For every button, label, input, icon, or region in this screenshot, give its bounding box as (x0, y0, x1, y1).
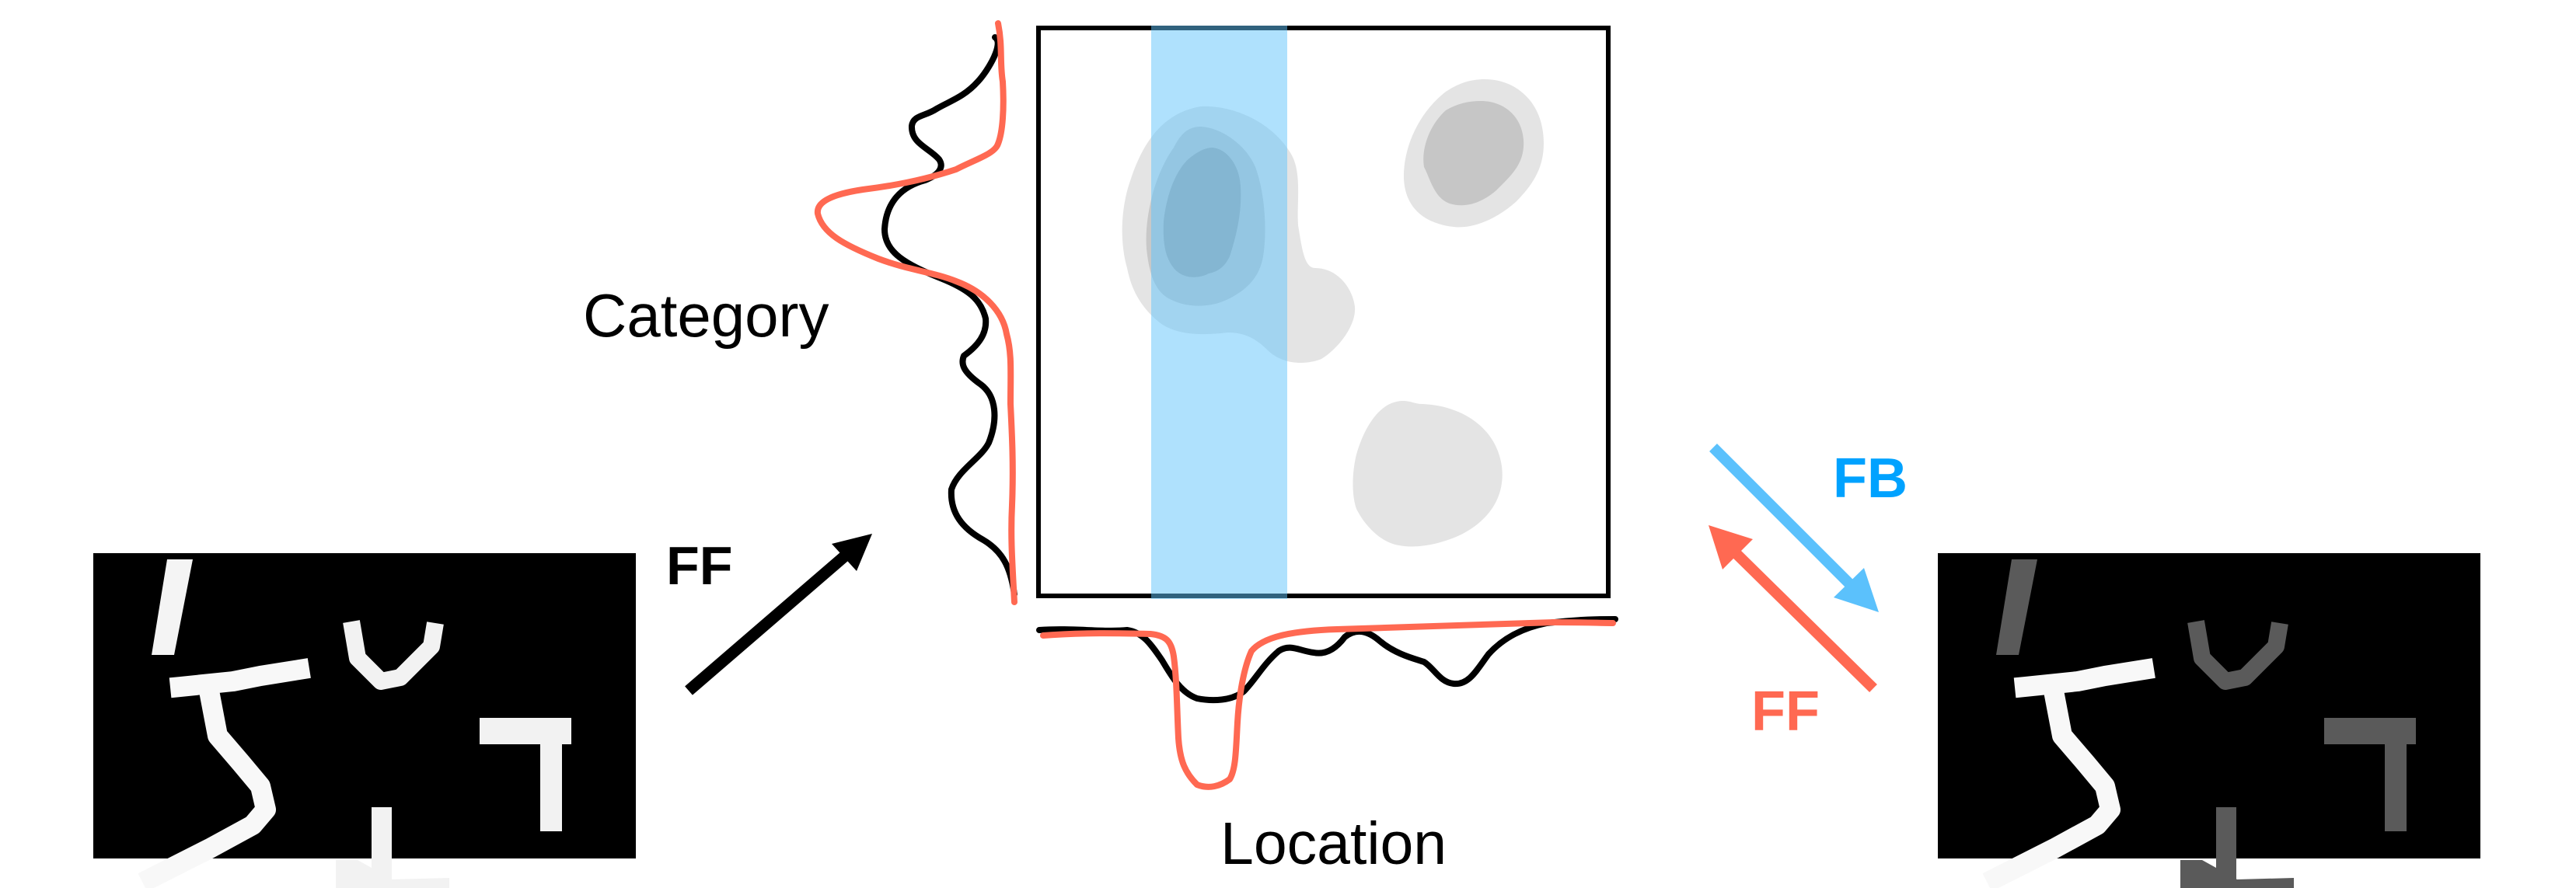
output-image-panel (1938, 553, 2480, 888)
input-image-panel (93, 553, 636, 888)
digit-inverted-t (336, 807, 449, 888)
blob-top-right-inner (1423, 101, 1524, 206)
blob-bottom-right (1353, 401, 1503, 547)
arrowhead-icon (832, 534, 872, 571)
digit-7 (480, 718, 571, 831)
category-prior-curve (881, 34, 1017, 597)
feedback-arrow (1709, 444, 1879, 612)
digit-u (2187, 620, 2288, 690)
location-posterior-curve (1040, 619, 1616, 790)
location-axis-label: Location (1220, 810, 1447, 877)
digit-5 (138, 658, 311, 888)
digit-1 (152, 559, 193, 655)
input-ff-arrow (685, 534, 872, 695)
feedback-label: FB (1833, 447, 1908, 510)
input-ff-label: FF (666, 535, 733, 596)
joint-distribution-map (1036, 26, 1611, 599)
digit-u (343, 620, 444, 690)
category-posterior-curve (814, 20, 1017, 605)
output-ff-arrow (1709, 525, 1877, 692)
digit-7 (2324, 718, 2416, 831)
digit-5 (1982, 658, 2155, 888)
output-ff-label: FF (1751, 681, 1820, 743)
arrowhead-icon (1709, 525, 1753, 569)
arrowhead-icon (1834, 568, 1879, 612)
category-axis-label: Category (583, 281, 829, 350)
digit-inverted-t (2180, 807, 2294, 888)
digit-1 (1996, 559, 2037, 655)
attended-location-band (1151, 26, 1287, 599)
location-prior-curve (1036, 616, 1618, 704)
